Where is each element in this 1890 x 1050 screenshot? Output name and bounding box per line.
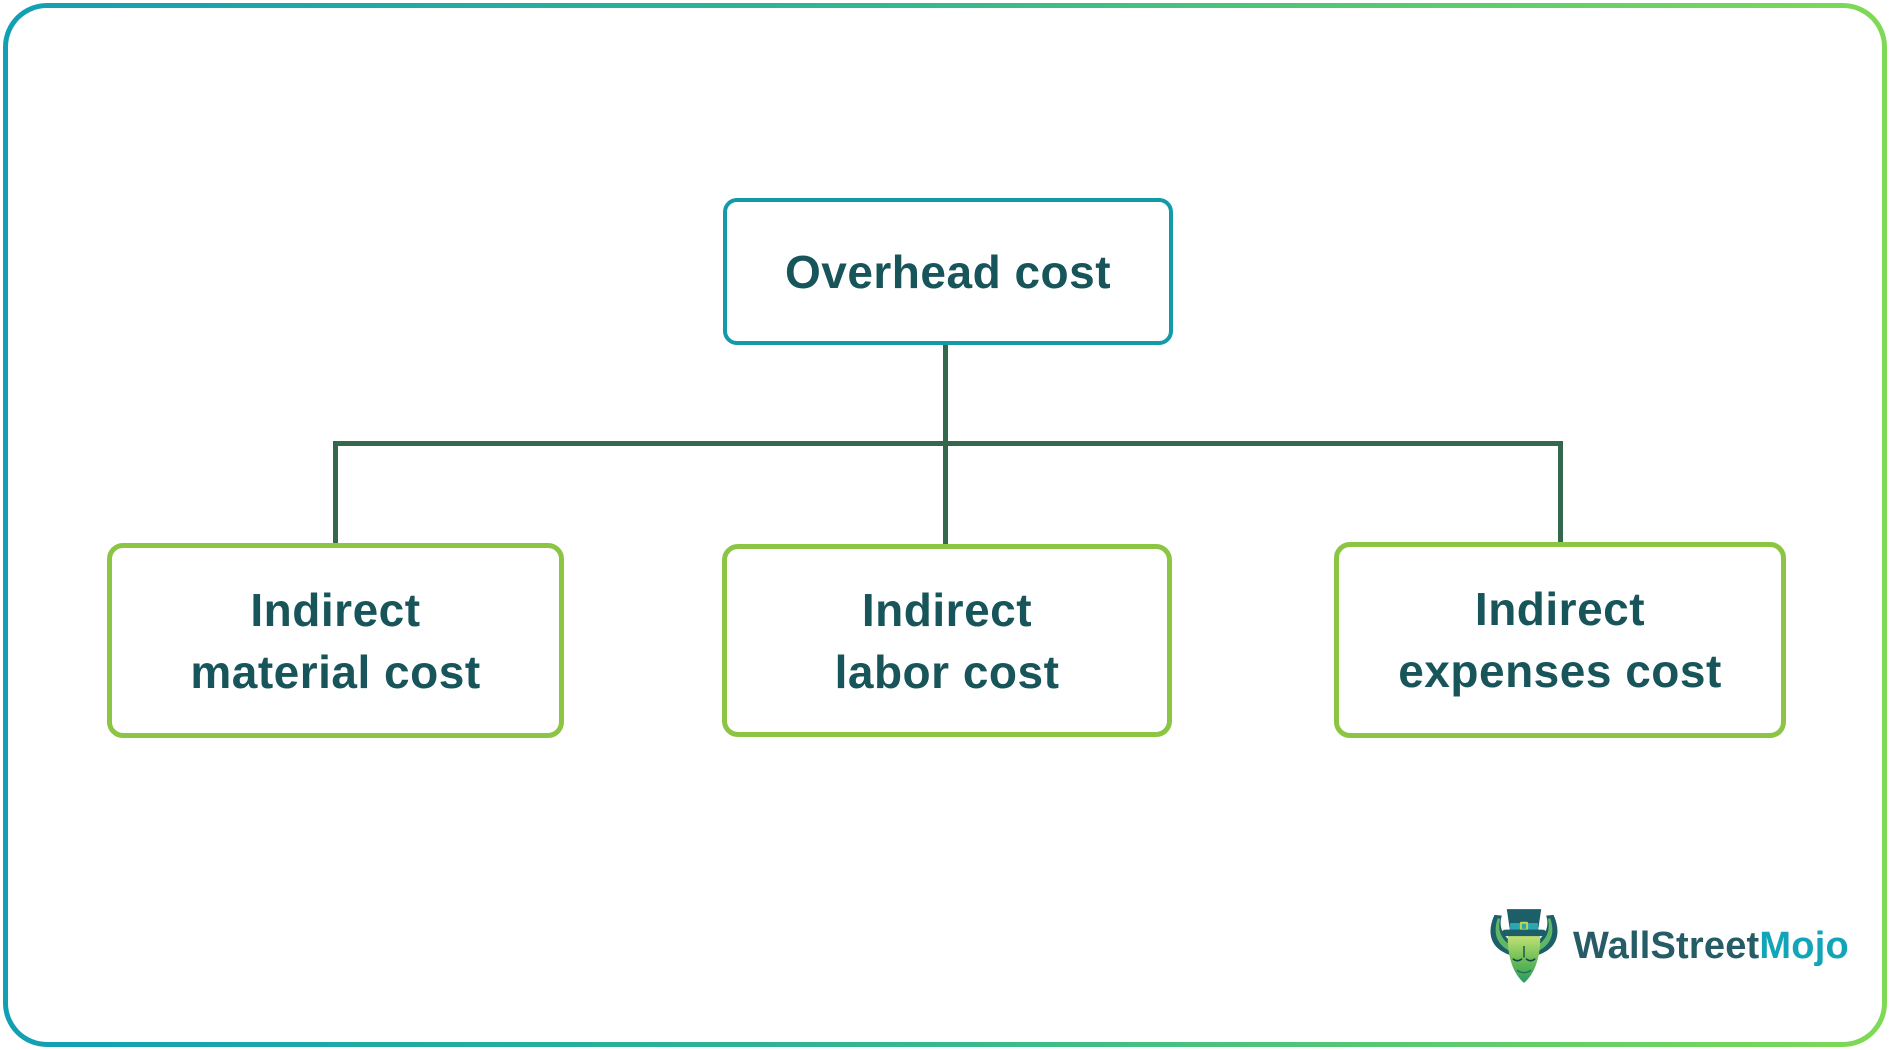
wordmark-mojo: Mojo bbox=[1759, 924, 1849, 967]
wordmark-wallstreet: WallStreet bbox=[1573, 924, 1760, 967]
node-indirect-labor-cost: Indirect labor cost bbox=[722, 544, 1172, 737]
node-overhead-cost: Overhead cost bbox=[723, 198, 1173, 345]
wallstreetmojo-wordmark: WallStreetMojo bbox=[1573, 925, 1849, 968]
node-label: Indirect labor cost bbox=[834, 583, 1060, 698]
connector-left-drop bbox=[333, 441, 338, 544]
node-indirect-expenses-cost: Indirect expenses cost bbox=[1334, 542, 1786, 738]
connector-right-drop bbox=[1558, 441, 1563, 544]
node-label: Indirect material cost bbox=[190, 583, 481, 698]
connector-horizontal bbox=[333, 441, 1563, 446]
node-indirect-material-cost: Indirect material cost bbox=[107, 543, 564, 738]
bull-mascot-icon bbox=[1490, 909, 1558, 983]
node-label: Indirect expenses cost bbox=[1398, 583, 1722, 697]
node-label: Overhead cost bbox=[784, 245, 1112, 298]
wallstreetmojo-logo: WallStreetMojo bbox=[1483, 903, 1849, 989]
